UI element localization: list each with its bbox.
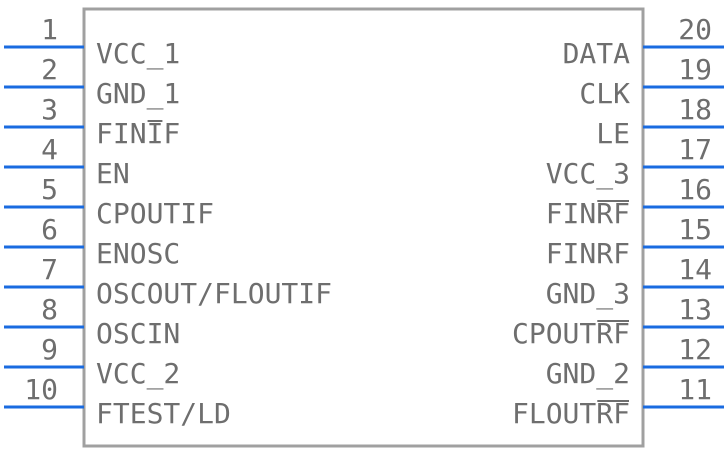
- pin-14-number: 14: [678, 253, 712, 286]
- pin-15-number: 15: [678, 213, 712, 246]
- pin-2-label: GND_1: [96, 77, 180, 111]
- pin-16-number: 16: [678, 173, 712, 206]
- pin-2-number: 2: [41, 53, 58, 86]
- pin-9-label: VCC_2: [96, 357, 180, 391]
- pin-14-label: GND_3: [546, 277, 630, 311]
- pin-1-number: 1: [41, 13, 58, 46]
- pin-8-number: 8: [41, 293, 58, 326]
- pin-19-label: CLK: [579, 77, 630, 110]
- pin-8-label: OSCIN: [96, 317, 180, 350]
- pin-18-number: 18: [678, 93, 712, 126]
- pin-10-label: FTEST/LD: [96, 397, 231, 430]
- pin-3-label: FINIF: [96, 117, 180, 150]
- pin-6-label: ENOSC: [96, 237, 180, 270]
- pin-13-label: CPOUTRF: [512, 317, 630, 350]
- pin-17-label: VCC_3: [546, 157, 630, 191]
- pin-18-label: LE: [596, 117, 630, 150]
- pin-7-number: 7: [41, 253, 58, 286]
- pin-3-number: 3: [41, 93, 58, 126]
- pin-7-label: OSCOUT/FLOUTIF: [96, 277, 332, 310]
- pin-12-label: GND_2: [546, 357, 630, 391]
- pin-6-number: 6: [41, 213, 58, 246]
- pin-5-number: 5: [41, 173, 58, 206]
- component-body: [82, 7, 645, 448]
- pin-4-number: 4: [41, 133, 58, 166]
- pin-4-label: EN: [96, 157, 130, 190]
- pin-9-number: 9: [41, 333, 58, 366]
- pin-19-number: 19: [678, 53, 712, 86]
- pin-17-number: 17: [678, 133, 712, 166]
- pin-12-number: 12: [678, 333, 712, 366]
- pin-10-number: 10: [24, 373, 58, 406]
- pin-5-label: CPOUTIF: [96, 197, 214, 230]
- pin-20-label: DATA: [563, 37, 631, 70]
- pin-11-number: 11: [678, 373, 712, 406]
- pin-15-label: FINRF: [546, 237, 630, 270]
- pin-20-number: 20: [678, 13, 712, 46]
- pin-13-number: 13: [678, 293, 712, 326]
- pin-11-label: FLOUTRF: [512, 397, 630, 430]
- pin-16-label: FINRF: [546, 197, 630, 230]
- pin-1-label: VCC_1: [96, 37, 180, 71]
